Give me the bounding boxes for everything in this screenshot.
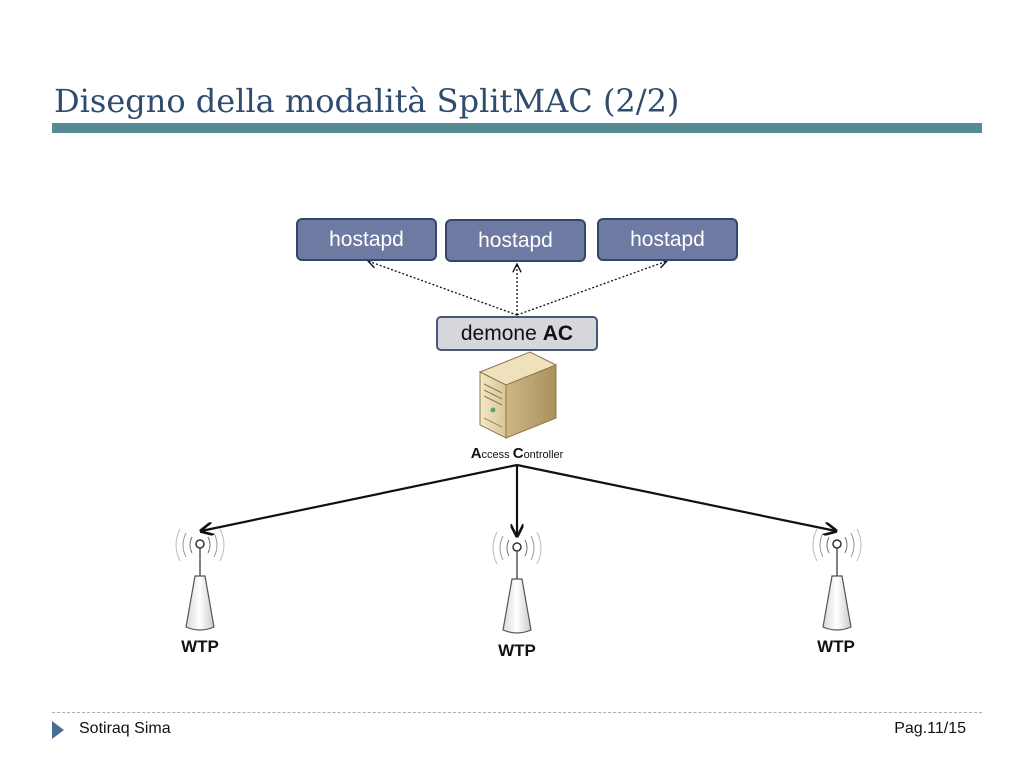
access-controller-label: Access Controller	[437, 445, 597, 462]
ac-label-ontroller: ontroller	[523, 449, 564, 461]
daemon-label: demone	[460, 321, 537, 345]
controller-to-wtp-links	[201, 463, 836, 536]
footer-author: Sotiraq Sima	[79, 720, 171, 737]
wtp-label-1: WTP	[181, 637, 219, 656]
daemon-to-hostapd-links	[368, 261, 667, 316]
wtp-antenna-icon-2	[492, 531, 542, 634]
hostapd-box-1: hostapd	[296, 218, 437, 261]
wtp-antenna-icon-3	[812, 528, 862, 631]
title-bar	[52, 123, 982, 133]
footer-triangle-icon	[52, 721, 64, 739]
footer-page-number: Pag.11/15	[894, 720, 966, 737]
hostapd-box-3: hostapd	[597, 218, 738, 261]
daemon-label-bold: AC	[542, 321, 574, 345]
hostapd-box-2: hostapd	[445, 219, 586, 262]
footer-divider	[52, 712, 982, 713]
server-icon	[478, 351, 558, 439]
slide-title: Disegno della modalità SplitMAC (2/2)	[54, 82, 680, 120]
wtp-antenna-icon-1	[175, 528, 225, 631]
ac-label-cap-c: C	[512, 445, 524, 462]
ac-label-ccess: ccess	[481, 449, 513, 461]
wtp-label-3: WTP	[817, 637, 855, 656]
wtp-label-2: WTP	[498, 641, 536, 660]
ac-label-cap-a: A	[470, 445, 482, 462]
